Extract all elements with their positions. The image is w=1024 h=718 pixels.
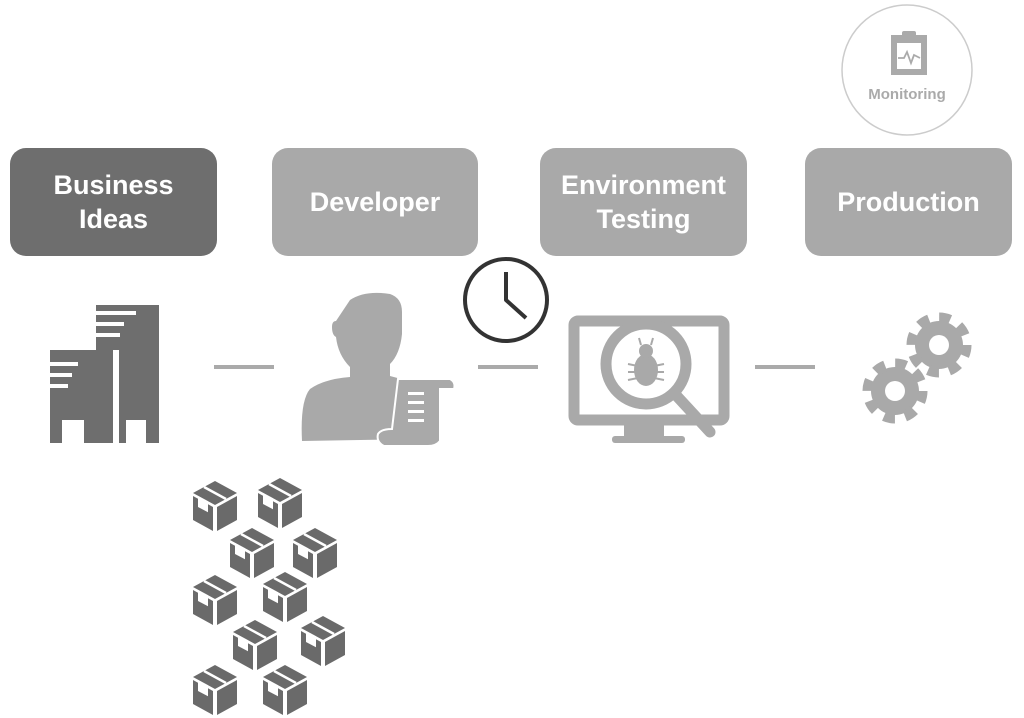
package-box <box>191 479 239 533</box>
developer-person-scroll-icon <box>301 292 456 447</box>
buildings-icon <box>50 305 159 443</box>
package-box <box>261 663 309 717</box>
package-box <box>228 526 276 580</box>
package-box <box>191 663 239 717</box>
monitoring-badge <box>841 4 973 136</box>
package-box <box>231 618 279 672</box>
stage-business-ideas: Business Ideas <box>10 148 217 256</box>
package-boxes-icon <box>191 476 347 717</box>
stage-developer: Developer <box>272 148 478 256</box>
monitoring-label: Monitoring <box>868 86 946 103</box>
clock-icon <box>463 257 549 343</box>
stage-environment-testing: Environment Testing <box>540 148 747 256</box>
monitor-bug-magnifier-icon <box>568 315 730 443</box>
clipboard-chart-icon <box>891 31 927 75</box>
stage-production: Production <box>805 148 1012 256</box>
package-box <box>299 614 347 668</box>
package-box <box>291 526 339 580</box>
gears-icon <box>868 318 966 418</box>
package-box <box>261 570 309 624</box>
package-box <box>191 573 239 627</box>
package-box <box>256 476 304 530</box>
